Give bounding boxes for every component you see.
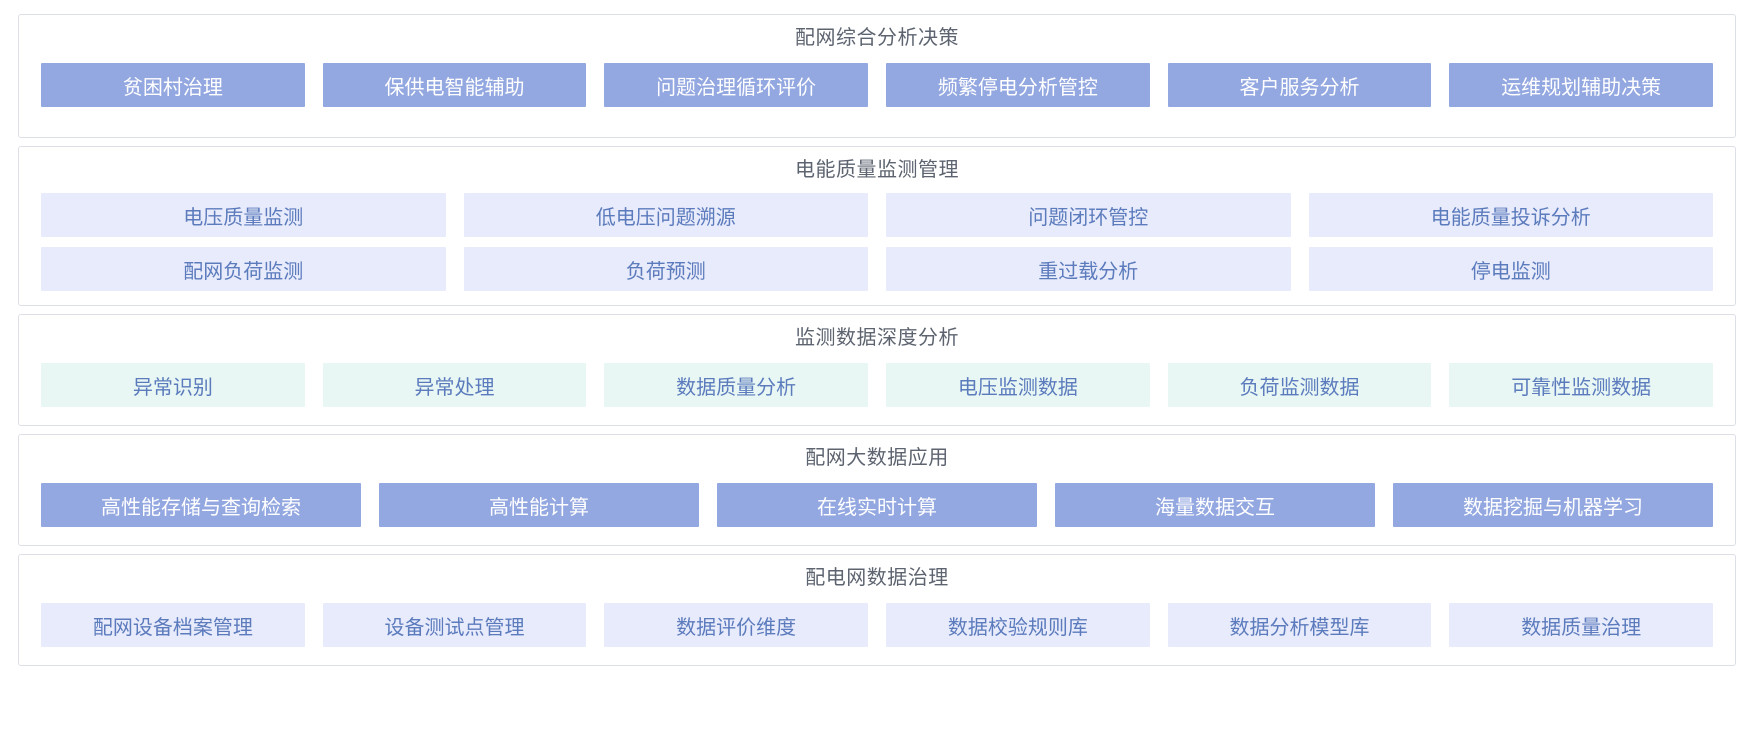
module-box[interactable]: 数据质量分析: [604, 363, 869, 407]
module-box[interactable]: 电能质量投诉分析: [1308, 193, 1713, 237]
module-box[interactable]: 问题闭环管控: [886, 193, 1291, 237]
panel-big-data: 配网大数据应用 高性能存储与查询检索 高性能计算 在线实时计算 海量数据交互 数…: [18, 434, 1736, 546]
module-box[interactable]: 可靠性监测数据: [1449, 363, 1714, 407]
module-box[interactable]: 负荷预测: [463, 247, 868, 291]
module-box[interactable]: 异常识别: [41, 363, 305, 407]
module-box[interactable]: 在线实时计算: [717, 483, 1037, 527]
module-box[interactable]: 设备测试点管理: [322, 603, 587, 647]
module-box[interactable]: 配网设备档案管理: [41, 603, 305, 647]
box-row: 电压质量监测 低电压问题溯源 问题闭环管控 电能质量投诉分析: [41, 193, 1713, 237]
panel-title-data-governance: 配电网数据治理: [805, 567, 949, 589]
module-box[interactable]: 电压监测数据: [886, 363, 1150, 407]
module-box[interactable]: 高性能计算: [379, 483, 699, 527]
module-box[interactable]: 数据校验规则库: [886, 603, 1150, 647]
box-row: 贫困村治理 保供电智能辅助 问题治理循环评价 频繁停电分析管控 客户服务分析 运…: [41, 63, 1714, 107]
panel-title-big-data: 配网大数据应用: [805, 447, 949, 469]
module-box[interactable]: 数据分析模型库: [1167, 603, 1432, 647]
module-box[interactable]: 负荷监测数据: [1167, 363, 1432, 407]
module-box[interactable]: 重过载分析: [886, 247, 1291, 291]
module-box[interactable]: 保供电智能辅助: [322, 63, 587, 107]
panel-power-quality: 电能质量监测管理 电压质量监测 低电压问题溯源 问题闭环管控 电能质量投诉分析 …: [18, 146, 1736, 306]
module-box[interactable]: 低电压问题溯源: [463, 193, 868, 237]
box-row: 高性能存储与查询检索 高性能计算 在线实时计算 海量数据交互 数据挖掘与机器学习: [41, 483, 1713, 527]
panel-title-decision: 配网综合分析决策: [795, 27, 959, 49]
box-row: 配网设备档案管理 设备测试点管理 数据评价维度 数据校验规则库 数据分析模型库 …: [41, 603, 1714, 647]
panel-data-governance: 配电网数据治理 配网设备档案管理 设备测试点管理 数据评价维度 数据校验规则库 …: [18, 554, 1736, 666]
module-box[interactable]: 停电监测: [1308, 247, 1713, 291]
module-box[interactable]: 异常处理: [322, 363, 587, 407]
module-box[interactable]: 客户服务分析: [1167, 63, 1432, 107]
module-box[interactable]: 数据评价维度: [604, 603, 869, 647]
module-box[interactable]: 配网负荷监测: [41, 247, 446, 291]
module-box[interactable]: 数据质量治理: [1449, 603, 1714, 647]
module-box[interactable]: 高性能存储与查询检索: [41, 483, 361, 527]
box-row: 配网负荷监测 负荷预测 重过载分析 停电监测: [41, 247, 1713, 291]
module-box[interactable]: 问题治理循环评价: [604, 63, 869, 107]
panel-title-power-quality: 电能质量监测管理: [795, 159, 959, 181]
module-box[interactable]: 运维规划辅助决策: [1449, 63, 1714, 107]
panel-data-analysis: 监测数据深度分析 异常识别 异常处理 数据质量分析 电压监测数据 负荷监测数据 …: [18, 314, 1736, 426]
module-box[interactable]: 海量数据交互: [1055, 483, 1375, 527]
panel-decision: 配网综合分析决策 贫困村治理 保供电智能辅助 问题治理循环评价 频繁停电分析管控…: [18, 14, 1736, 138]
module-box[interactable]: 贫困村治理: [41, 63, 305, 107]
module-box[interactable]: 电压质量监测: [41, 193, 446, 237]
module-box[interactable]: 数据挖掘与机器学习: [1393, 483, 1713, 527]
panel-title-data-analysis: 监测数据深度分析: [795, 327, 959, 349]
module-box[interactable]: 频繁停电分析管控: [886, 63, 1150, 107]
box-row: 异常识别 异常处理 数据质量分析 电压监测数据 负荷监测数据 可靠性监测数据: [41, 363, 1714, 407]
